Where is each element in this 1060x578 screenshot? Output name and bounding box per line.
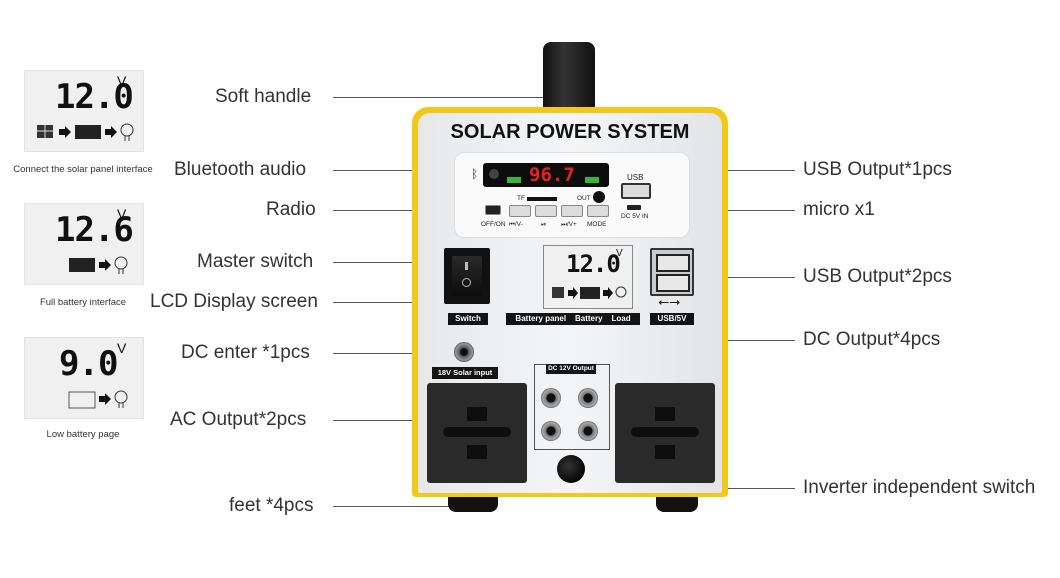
dc-output-plate: DC 12V Output bbox=[546, 364, 596, 374]
leader-line bbox=[333, 210, 485, 211]
solar-battery-load-icons bbox=[37, 123, 134, 141]
label-dc-enter: DC enter *1pcs bbox=[181, 342, 310, 363]
radio-button-label: ⏭/V+ bbox=[561, 221, 577, 228]
switch-on-mark bbox=[465, 262, 468, 270]
inverter-switch[interactable] bbox=[557, 455, 585, 483]
dc-output-port[interactable] bbox=[578, 421, 598, 441]
device-title: SOLAR POWER SYSTEM bbox=[450, 121, 690, 143]
soft-handle bbox=[543, 42, 595, 108]
radio-power-button[interactable] bbox=[485, 205, 501, 215]
dc-output-port[interactable] bbox=[541, 421, 561, 441]
lcd-voltage-value: 12.0 bbox=[566, 250, 621, 278]
socket-hole bbox=[467, 407, 487, 421]
eq-bars-icon bbox=[585, 177, 599, 183]
label-feet: feet *4pcs bbox=[229, 495, 314, 516]
switch-off-mark bbox=[462, 278, 471, 287]
ac-outlet-left[interactable] bbox=[427, 383, 527, 483]
out-jack-label: OUT bbox=[577, 195, 591, 202]
label-master-switch: Master switch bbox=[197, 251, 314, 272]
bluetooth-icon: ᛒ bbox=[471, 167, 479, 181]
lcd-example-unit: V bbox=[117, 73, 127, 89]
tf-card-slot[interactable] bbox=[527, 197, 557, 201]
leader-line bbox=[690, 277, 795, 278]
radio-frequency: 96.7 bbox=[529, 164, 575, 186]
socket-hole bbox=[631, 427, 699, 437]
usb-port[interactable] bbox=[656, 274, 690, 292]
ac-outlet-right[interactable] bbox=[615, 383, 715, 483]
label-dc-output: DC Output*4pcs bbox=[803, 329, 941, 350]
dc-output-port[interactable] bbox=[541, 388, 561, 408]
solar-battery-load-icons bbox=[552, 286, 627, 299]
radio-module: ᛒ 96.7 USB TF OUT DC 5V IN OFF/ON ⏮/V- ⏯… bbox=[454, 152, 690, 238]
lcd-panel-label: Battery bbox=[575, 314, 603, 323]
usb-port[interactable] bbox=[656, 254, 690, 272]
label-micro: micro x1 bbox=[803, 199, 875, 220]
empty-battery-load-icons bbox=[68, 390, 128, 409]
lcd-example-unit: V bbox=[117, 340, 127, 356]
label-lcd-display: LCD Display screen bbox=[150, 291, 318, 312]
lcd-example-value: 12.6 bbox=[55, 210, 134, 250]
lcd-panel-plate: Battery panel Battery Load bbox=[506, 313, 640, 325]
leader-line bbox=[333, 97, 543, 98]
usb-plate: USB/5V bbox=[650, 313, 694, 325]
lcd-voltage-unit: V bbox=[616, 248, 623, 259]
label-radio: Radio bbox=[266, 199, 316, 220]
ir-sensor bbox=[489, 169, 499, 179]
lcd-example-value: 12.0 bbox=[55, 77, 134, 117]
dc-input-jack[interactable] bbox=[454, 342, 474, 362]
lcd-example-value: 9.0 bbox=[59, 344, 118, 384]
radio-button-label: OFF/ON bbox=[481, 221, 506, 228]
radio-mode-button[interactable] bbox=[587, 205, 609, 217]
audio-out-jack[interactable] bbox=[593, 191, 605, 203]
label-usb-output-1: USB Output*1pcs bbox=[803, 159, 952, 180]
switch-plate: Switch bbox=[448, 313, 488, 325]
lcd-example-caption: Connect the solar panel interface bbox=[13, 164, 153, 175]
solar-input-plate: 18V Solar input bbox=[432, 367, 498, 379]
leader-line bbox=[333, 262, 453, 263]
socket-hole bbox=[443, 427, 511, 437]
radio-next-vol-up-button[interactable] bbox=[561, 205, 583, 217]
radio-button-label: MODE bbox=[587, 221, 607, 228]
leader-line bbox=[333, 506, 463, 507]
lcd-example-caption: Full battery interface bbox=[39, 297, 127, 308]
battery-load-icons bbox=[69, 256, 128, 274]
usb-symbol-icon: ⭠⭢ bbox=[658, 293, 681, 309]
lcd-example-solar: 12.0 V bbox=[24, 70, 144, 152]
dual-usb-ports bbox=[650, 248, 694, 296]
lcd-panel-label: Battery panel bbox=[515, 314, 567, 323]
leader-line bbox=[333, 353, 458, 354]
usb-port-label: USB bbox=[627, 173, 644, 182]
usb-port[interactable] bbox=[621, 183, 651, 199]
micro-usb-port[interactable] bbox=[627, 205, 641, 210]
leader-line bbox=[333, 170, 473, 171]
radio-play-pause-button[interactable] bbox=[535, 205, 557, 217]
lcd-display-screen: 12.0 V bbox=[543, 245, 633, 309]
label-bluetooth-audio: Bluetooth audio bbox=[174, 159, 307, 180]
lcd-example-full: 12.6 V bbox=[24, 203, 144, 285]
dc5v-in-label: DC 5V IN bbox=[621, 213, 649, 220]
lcd-panel-label: Load bbox=[611, 314, 631, 323]
label-usb-output-2: USB Output*2pcs bbox=[803, 266, 952, 287]
socket-hole bbox=[467, 445, 487, 459]
label-ac-output: AC Output*2pcs bbox=[170, 409, 307, 430]
label-inverter-switch: Inverter independent switch bbox=[803, 477, 1036, 498]
radio-button-label: ⏯ bbox=[541, 221, 547, 228]
dc-output-port[interactable] bbox=[578, 388, 598, 408]
tf-slot-label: TF bbox=[517, 195, 525, 202]
socket-hole bbox=[655, 407, 675, 421]
radio-button-label: ⏮/V- bbox=[509, 221, 523, 228]
socket-hole bbox=[655, 445, 675, 459]
leader-line bbox=[333, 420, 453, 421]
eq-bars-icon bbox=[507, 177, 521, 183]
label-soft-handle: Soft handle bbox=[215, 86, 312, 107]
radio-prev-vol-down-button[interactable] bbox=[509, 205, 531, 217]
lcd-example-caption: Low battery page bbox=[46, 429, 120, 440]
lcd-example-unit: V bbox=[117, 206, 127, 222]
radio-display: 96.7 bbox=[483, 163, 609, 187]
master-switch[interactable] bbox=[444, 248, 490, 304]
lcd-example-low: 9.0 V bbox=[24, 337, 144, 419]
